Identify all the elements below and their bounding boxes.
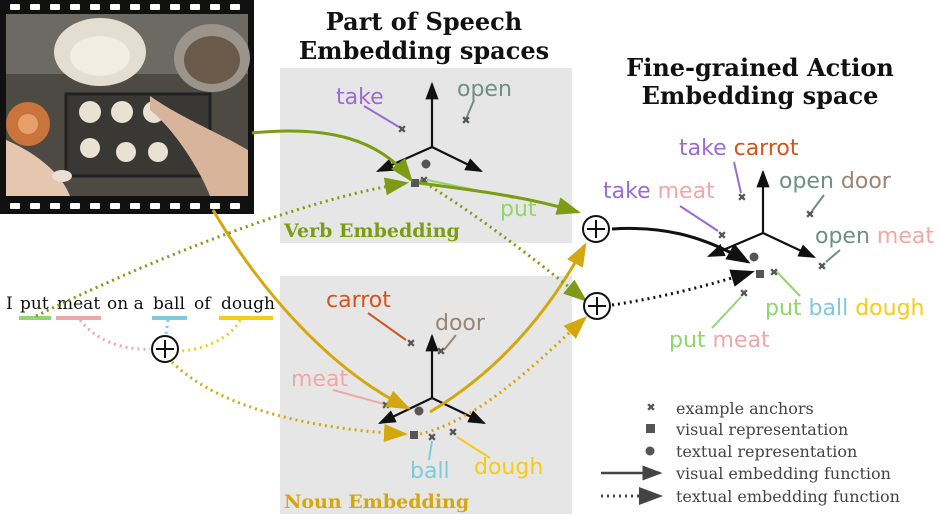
anchor-dough: ✖ [448,426,457,439]
sentence-word-put: put [20,294,49,314]
visual-path-to-noun [211,209,411,410]
action-textual-point [749,252,759,262]
noun-word-ball: ball [410,459,450,484]
action-embedding-space: take carrot ✖ take meat ✖ open door ✖ op… [603,136,934,353]
pos-title-line2: Embedding spaces [299,36,549,65]
action-visual-point [756,270,764,278]
sentence-word-ball: ball [153,294,185,314]
anchor-put-ball-dough: ✖ [769,266,778,279]
caption-sentence: I put meat on a ball of dough [6,294,275,314]
legend-textual-rep-marker [645,446,655,456]
kitchen-scene-image [6,14,250,196]
noun-axes [378,333,486,424]
verb-embedding-label: Verb Embedding [283,220,460,242]
legend: ✖ example anchors visual representation … [601,399,900,506]
sentence-word-dough: dough [221,294,275,314]
verb-embedding-box: Verb Embedding take ✖ open ✖ put ✖ [280,68,572,243]
sentence-word-meat: meat [57,294,100,314]
verb-visual-point [411,179,419,187]
label-put-ball-dough-verb: put [765,296,802,321]
noun-word-meat: meat [291,367,348,392]
noun-embedding-label: Noun Embedding [284,491,469,513]
label-take-meat: take meat [603,179,715,204]
anchor-take-carrot: ✖ [737,191,746,204]
anchor-open: ✖ [461,114,470,127]
label-put-meat-verb: put [669,328,706,353]
legend-visual-fn-label: visual embedding function [675,464,891,483]
label-open-door-noun: door [841,169,892,194]
kitchen-video-frame [0,0,254,214]
textual-path-ball-to-plus [164,319,170,335]
legend-textual-fn-label: textual embedding function [676,487,900,506]
anchor-put: ✖ [419,174,428,187]
anchor-carrot: ✖ [406,337,415,350]
legend-textual-rep-label: textual representation [676,442,857,461]
textual-path-put-to-verb [35,177,409,318]
label-take-meat-noun: meat [658,179,715,204]
fg-title-line2: Embedding space [642,81,879,110]
label-put-meat-noun: meat [713,328,770,353]
noun-word-carrot: carrot [326,288,391,313]
textual-path-noun-to-plus [419,315,588,436]
visual-path-noun-to-plus [429,242,587,414]
anchor-take-meat: ✖ [717,229,726,242]
noun-word-door: door [435,311,486,336]
anchor-open-meat: ✖ [817,260,826,273]
label-put-ball-dough: put ball dough [765,296,925,321]
action-axes [706,169,816,258]
fg-title-line1: Fine-grained Action [626,53,894,82]
legend-visual-rep-label: visual representation [675,420,848,439]
legend-visual-rep-marker [646,424,655,433]
film-sprocket-holes-bottom [10,203,240,209]
label-take-carrot: take carrot [679,136,799,161]
legend-anchors-label: example anchors [676,399,814,418]
label-take-carrot-noun: carrot [734,136,799,161]
anchor-put-meat: ✖ [739,287,748,300]
sentence-word-on-a: on a [107,294,144,314]
textual-path-plus-to-action [611,269,755,307]
verb-word-open: open [457,77,512,102]
textual-path-meat-to-plus [78,319,151,351]
label-open-meat: open meat [815,224,934,249]
circled-plus-icon-textual [583,292,611,320]
label-open-meat-noun: meat [877,224,934,249]
label-open-meat-verb: open [815,224,870,249]
anchor-meat: ✖ [381,399,390,412]
film-sprocket-holes-top [10,4,240,10]
label-put-meat: put meat [669,328,770,353]
sentence-word-of: of [194,294,212,314]
circled-plus-icon-sentence [151,335,179,363]
label-take-meat-verb: take [603,179,651,204]
textual-path-verb-to-plus [419,178,588,302]
noun-textual-point [414,406,424,416]
noun-visual-point [410,431,418,439]
textual-path-dough-to-plus [180,319,242,353]
visual-path-to-verb [251,129,413,183]
label-take-carrot-verb: take [679,136,727,161]
textual-path-plus-to-noun [170,360,408,442]
label-put-ball-dough-noun1: ball [809,296,849,321]
visual-path-plus-to-action [611,226,751,264]
verb-textual-point [421,159,431,169]
visual-path-verb-to-plus [418,181,581,215]
circled-plus-icon-visual [582,215,610,243]
anchor-door: ✖ [436,345,445,358]
label-put-ball-dough-noun2: dough [855,296,924,321]
anchor-open-door: ✖ [805,208,814,221]
verb-word-take: take [336,85,384,110]
label-open-door-verb: open [779,169,834,194]
anchor-ball: ✖ [427,431,436,444]
anchor-take: ✖ [397,123,406,136]
legend-anchor-marker: ✖ [646,401,655,414]
label-open-door: open door [779,169,892,194]
noun-embedding-box: Noun Embedding carrot ✖ door ✖ meat ✖ ba… [280,276,572,514]
pos-title-line1: Part of Speech [326,7,522,36]
noun-word-dough: dough [474,455,543,480]
sentence-word-i: I [6,294,13,314]
